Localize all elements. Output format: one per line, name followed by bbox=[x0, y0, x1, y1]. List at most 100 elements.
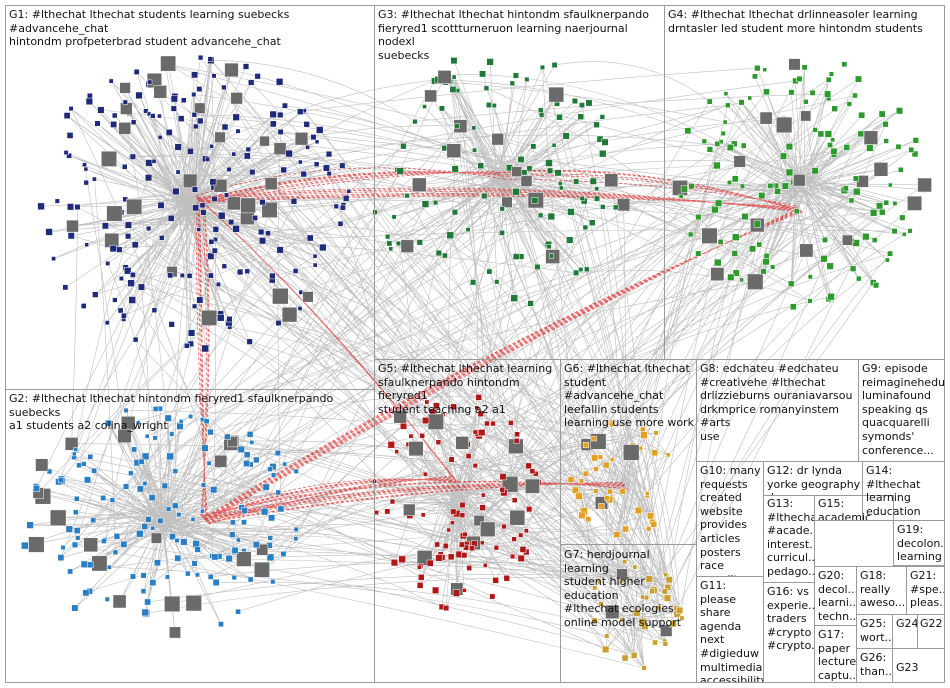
vertex-node bbox=[187, 329, 196, 337]
vertex-node bbox=[186, 273, 193, 279]
vertex-node bbox=[710, 267, 725, 282]
vertex-node bbox=[215, 281, 221, 287]
vertex-node bbox=[389, 498, 396, 505]
vertex-node bbox=[191, 112, 198, 118]
vertex-node bbox=[605, 604, 620, 619]
vertex-node bbox=[374, 510, 380, 515]
vertex-node bbox=[469, 545, 475, 552]
vertex-node bbox=[594, 195, 601, 202]
vertex-node bbox=[749, 245, 756, 253]
vertex-node bbox=[269, 110, 277, 118]
vertex-node bbox=[125, 233, 132, 240]
vertex-node bbox=[170, 95, 178, 103]
vertex-node bbox=[63, 112, 71, 119]
vertex-node bbox=[554, 169, 562, 177]
vertex-node bbox=[863, 130, 879, 145]
vertex-node bbox=[510, 294, 518, 302]
vertex-node bbox=[826, 262, 834, 270]
vertex-node bbox=[118, 276, 124, 281]
vertex-node bbox=[254, 73, 261, 80]
vertex-node bbox=[788, 58, 801, 71]
vertex-node bbox=[891, 228, 898, 235]
vertex-node bbox=[462, 531, 468, 538]
vertex-node bbox=[57, 476, 65, 484]
vertex-node bbox=[314, 139, 320, 145]
vertex-node bbox=[572, 486, 579, 494]
vertex-node bbox=[830, 137, 836, 143]
vertex-node bbox=[145, 174, 153, 182]
vertex-node bbox=[442, 252, 448, 259]
vertex-node bbox=[762, 67, 768, 73]
vertex-node bbox=[305, 144, 310, 150]
vertex-node bbox=[154, 559, 161, 567]
vertex-node bbox=[676, 606, 684, 614]
vertex-node bbox=[206, 460, 212, 466]
vertex-node bbox=[451, 74, 457, 80]
vertex-node bbox=[84, 476, 92, 484]
vertex-node bbox=[227, 196, 241, 211]
vertex-node bbox=[180, 97, 187, 104]
vertex-node bbox=[302, 291, 314, 303]
group-label-g5: G5: #lthechat lthechat learning sfaulkne… bbox=[378, 362, 553, 416]
vertex-node bbox=[82, 162, 87, 168]
vertex-node bbox=[537, 212, 544, 218]
vertex-node bbox=[499, 473, 507, 481]
vertex-node bbox=[883, 199, 890, 206]
vertex-node bbox=[112, 297, 118, 303]
vertex-node bbox=[471, 125, 477, 131]
vertex-node bbox=[800, 110, 812, 122]
vertex-node bbox=[617, 198, 631, 212]
vertex-node bbox=[486, 58, 494, 66]
vertex-node bbox=[253, 456, 260, 464]
vertex-node bbox=[140, 572, 147, 579]
vertex-node bbox=[193, 123, 199, 130]
vertex-node bbox=[200, 508, 205, 514]
group-label-g25: G25: wort... bbox=[860, 617, 892, 644]
vertex-node bbox=[763, 88, 770, 96]
vertex-node bbox=[524, 478, 540, 494]
vertex-node bbox=[192, 540, 200, 548]
vertex-node bbox=[207, 272, 214, 279]
vertex-node bbox=[82, 589, 90, 597]
vertex-node bbox=[741, 213, 749, 221]
group-label-g12: G12: dr lynda yorke geography degree pro… bbox=[767, 464, 861, 495]
vertex-node bbox=[727, 273, 735, 281]
vertex-node bbox=[157, 135, 163, 140]
vertex-node bbox=[509, 509, 526, 526]
vertex-node bbox=[145, 516, 152, 523]
vertex-node bbox=[297, 306, 303, 311]
vertex-node bbox=[211, 195, 218, 202]
vertex-node bbox=[793, 174, 806, 187]
vertex-node bbox=[194, 546, 201, 553]
vertex-node bbox=[387, 441, 395, 449]
vertex-node bbox=[663, 572, 668, 577]
vertex-node bbox=[106, 205, 123, 222]
vertex-node bbox=[612, 204, 619, 211]
group-label-g24: G24 bbox=[896, 617, 917, 630]
vertex-node bbox=[306, 234, 314, 242]
group-label-g20: G20: decol... learni... techn... bbox=[818, 569, 856, 623]
vertex-node bbox=[191, 92, 197, 98]
vertex-node bbox=[883, 138, 889, 144]
vertex-node bbox=[141, 523, 149, 530]
vertex-node bbox=[266, 553, 275, 562]
vertex-node bbox=[417, 564, 422, 570]
vertex-node bbox=[669, 620, 677, 628]
vertex-node bbox=[74, 204, 81, 211]
vertex-node bbox=[184, 342, 190, 349]
vertex-node bbox=[313, 161, 320, 167]
vertex-node bbox=[174, 538, 180, 544]
vertex-node bbox=[501, 196, 513, 208]
vertex-node bbox=[731, 250, 738, 257]
vertex-node bbox=[432, 586, 440, 594]
vertex-node bbox=[194, 102, 206, 114]
group-label-g16: G16: vs experie... traders #crypto #cryp… bbox=[767, 585, 814, 653]
vertex-node bbox=[548, 253, 555, 259]
vertex-node bbox=[157, 517, 164, 524]
vertex-node bbox=[174, 143, 182, 151]
vertex-node bbox=[727, 180, 732, 186]
vertex-node bbox=[226, 166, 232, 172]
vertex-node bbox=[142, 481, 148, 486]
vertex-node bbox=[211, 73, 217, 79]
vertex-node bbox=[477, 410, 484, 417]
